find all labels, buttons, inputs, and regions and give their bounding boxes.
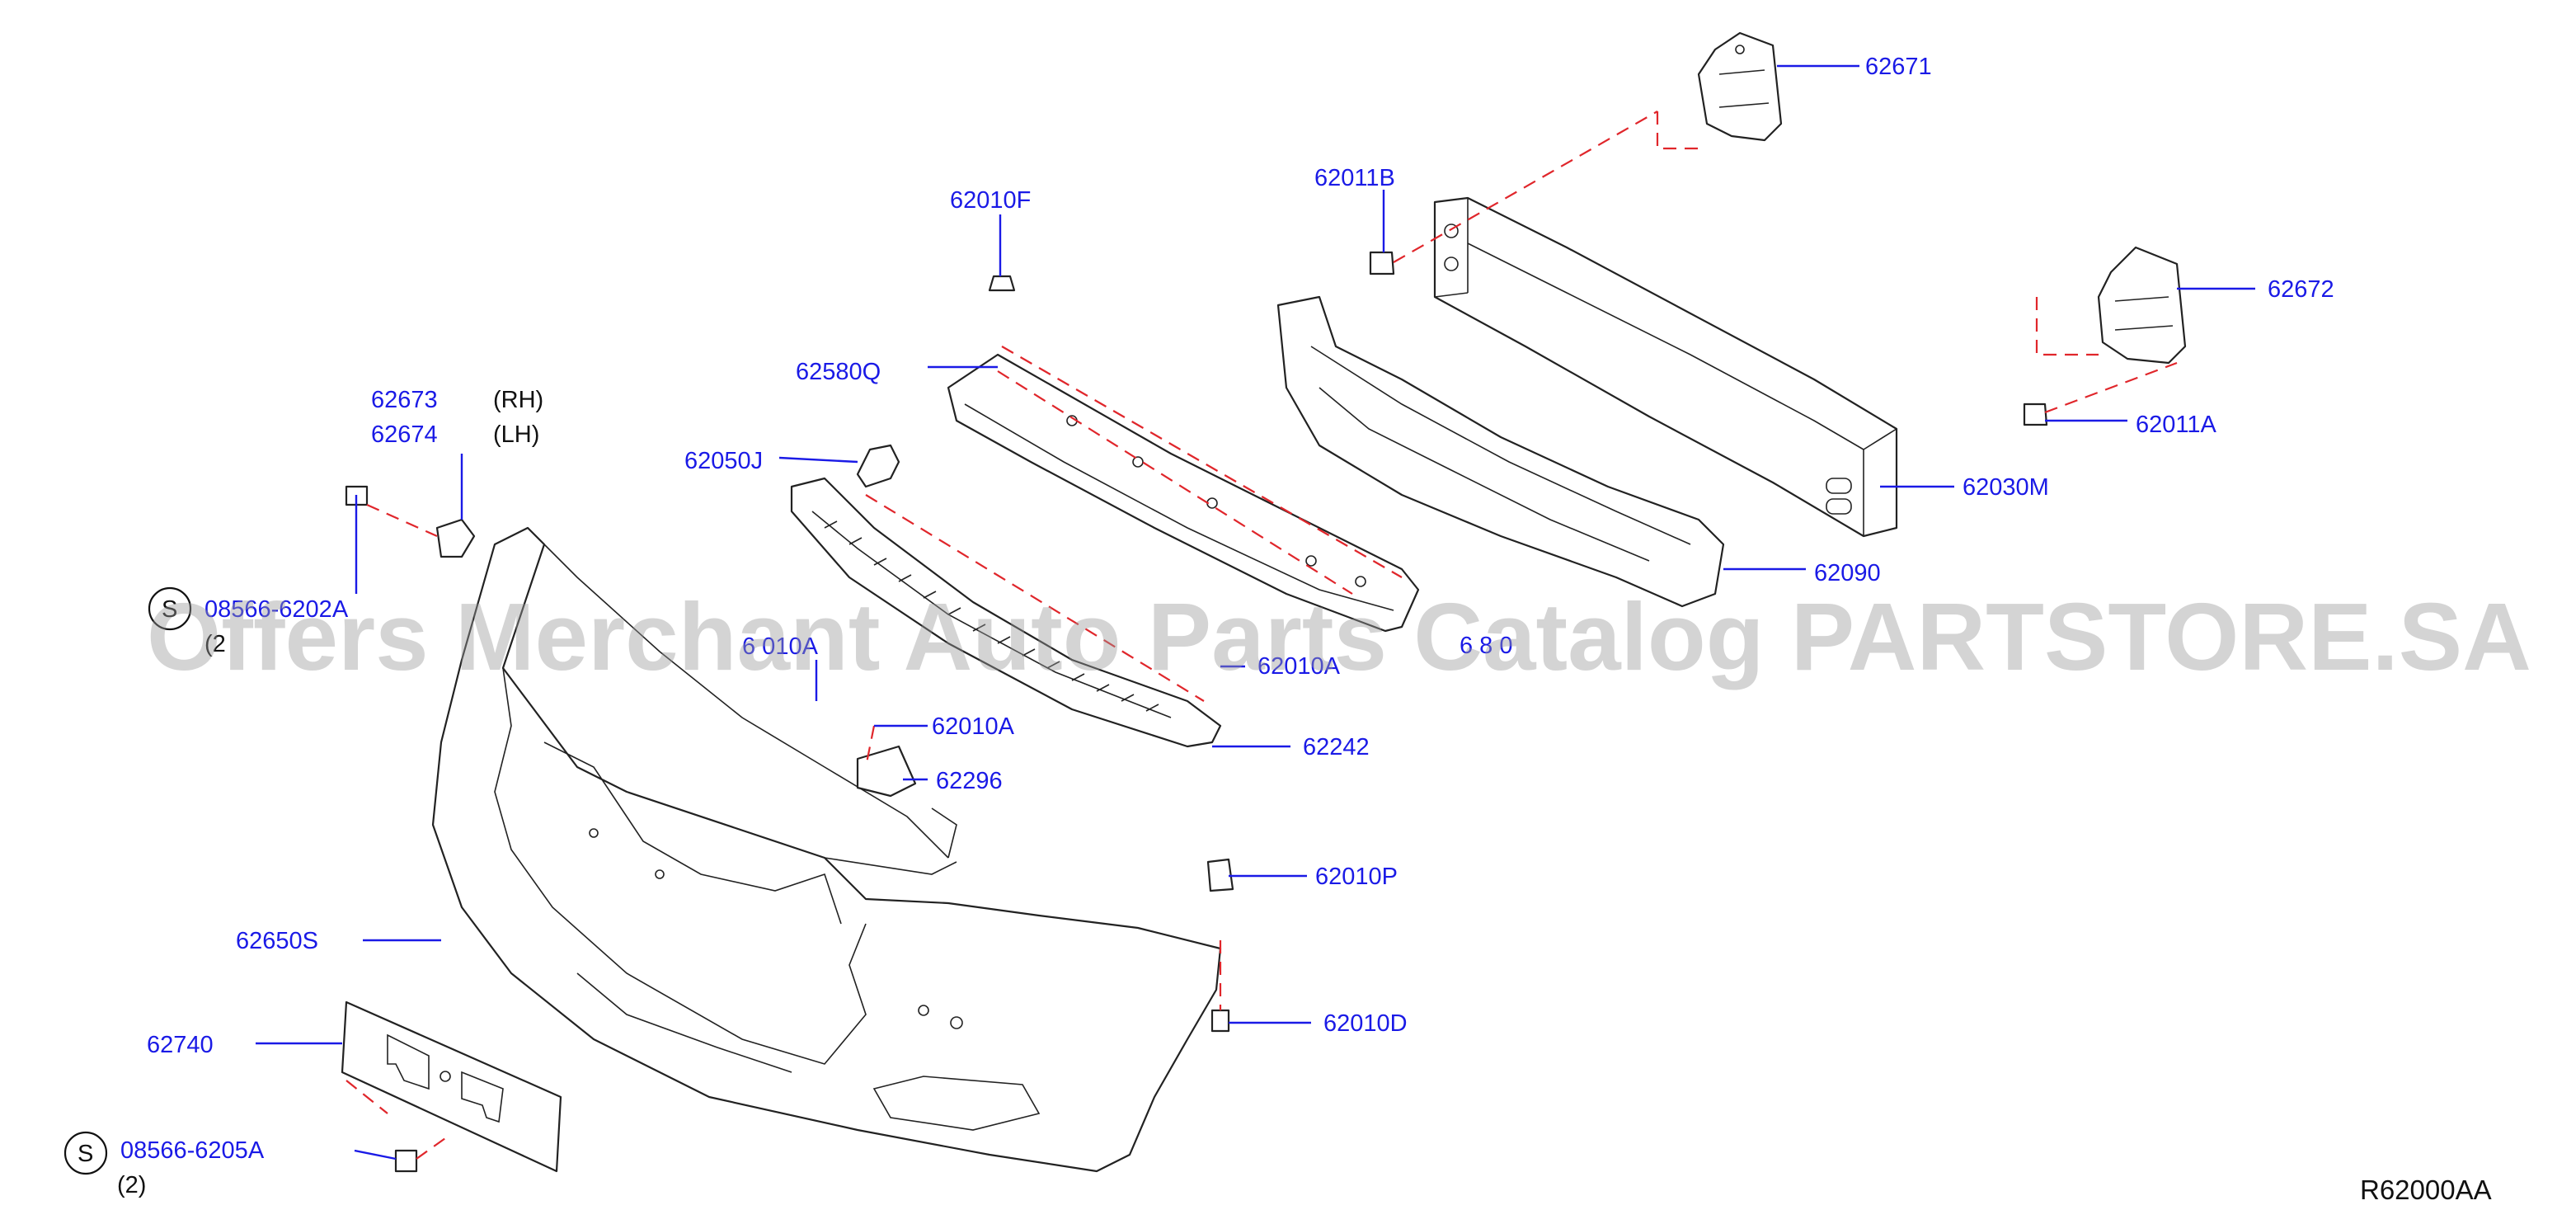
bumper-stay-62672[interactable] (2097, 246, 2187, 365)
standard-part-symbol-top: S (148, 586, 192, 631)
clip-62010p[interactable] (1206, 858, 1234, 892)
callout-62011a: 62011A (2136, 412, 2216, 438)
callout-62674: 62674 (371, 421, 438, 448)
callout-62242: 62242 (1303, 734, 1370, 760)
note-lh: (LH) (493, 421, 539, 448)
callout-62580q: 62580Q (796, 359, 881, 385)
note-rh: (RH) (493, 387, 543, 413)
license-plate-bracket[interactable] (341, 1000, 562, 1173)
callout-62011b: 62011B (1314, 165, 1395, 191)
bumper-fascia[interactable] (431, 526, 1222, 1173)
callout-62010f: 62010F (950, 187, 1031, 214)
callout-08566-6202a: 08566-6202A (204, 596, 349, 623)
upper-support[interactable] (947, 353, 1420, 633)
callout-62740: 62740 (147, 1032, 214, 1058)
callout-62010a-3: 6 010A (742, 633, 819, 660)
callout-62296: 62296 (936, 768, 1003, 794)
energy-absorber[interactable] (1276, 295, 1725, 608)
bracket-62050j[interactable] (856, 444, 900, 488)
callout-62090: 62090 (1814, 560, 1881, 586)
callout-62010a-1: 62010A (1257, 653, 1341, 680)
callout-62010a-2: 62010A (932, 713, 1015, 740)
watermark: Offers Merchant Auto Parts Catalog PARTS… (147, 583, 2531, 690)
reinforcement-beam[interactable] (1433, 196, 1898, 538)
bracket-62296[interactable] (856, 745, 917, 798)
bolt-62011b[interactable] (1369, 251, 1395, 275)
upper-retainer[interactable] (790, 477, 1222, 748)
note-qty-top: (2 (204, 631, 226, 657)
callout-62010p: 62010P (1315, 864, 1398, 890)
clip-62010f[interactable] (988, 275, 1016, 292)
svg-text:S: S (78, 1141, 93, 1167)
callout-62010d: 62010D (1323, 1010, 1408, 1037)
screw-62010d[interactable] (1210, 1009, 1230, 1033)
assembly-guide-lines (346, 111, 2178, 1160)
callout-62310: 6 8 0 (1460, 633, 1513, 659)
callout-62050j: 62050J (684, 448, 763, 474)
bumper-stay-62671[interactable] (1697, 31, 1783, 142)
callout-08566-6205a: 08566-6205A (120, 1137, 265, 1164)
svg-text:S: S (162, 596, 177, 623)
callout-62672: 62672 (2268, 276, 2334, 303)
callout-62650s: 62650S (236, 928, 318, 954)
callout-62673: 62673 (371, 387, 438, 413)
callout-62671: 62671 (1865, 54, 1932, 80)
side-bracket-62673[interactable] (435, 518, 476, 558)
diagram-code: R62000AA (2360, 1175, 2492, 1205)
note-qty-bottom: (2) (117, 1172, 146, 1198)
leader-lines (256, 64, 2255, 1160)
standard-part-symbol-bottom: S (63, 1131, 108, 1175)
screw-bottom[interactable] (394, 1149, 418, 1173)
callout-62030m: 62030M (1963, 474, 2049, 501)
bolt-62011a[interactable] (2023, 403, 2048, 426)
